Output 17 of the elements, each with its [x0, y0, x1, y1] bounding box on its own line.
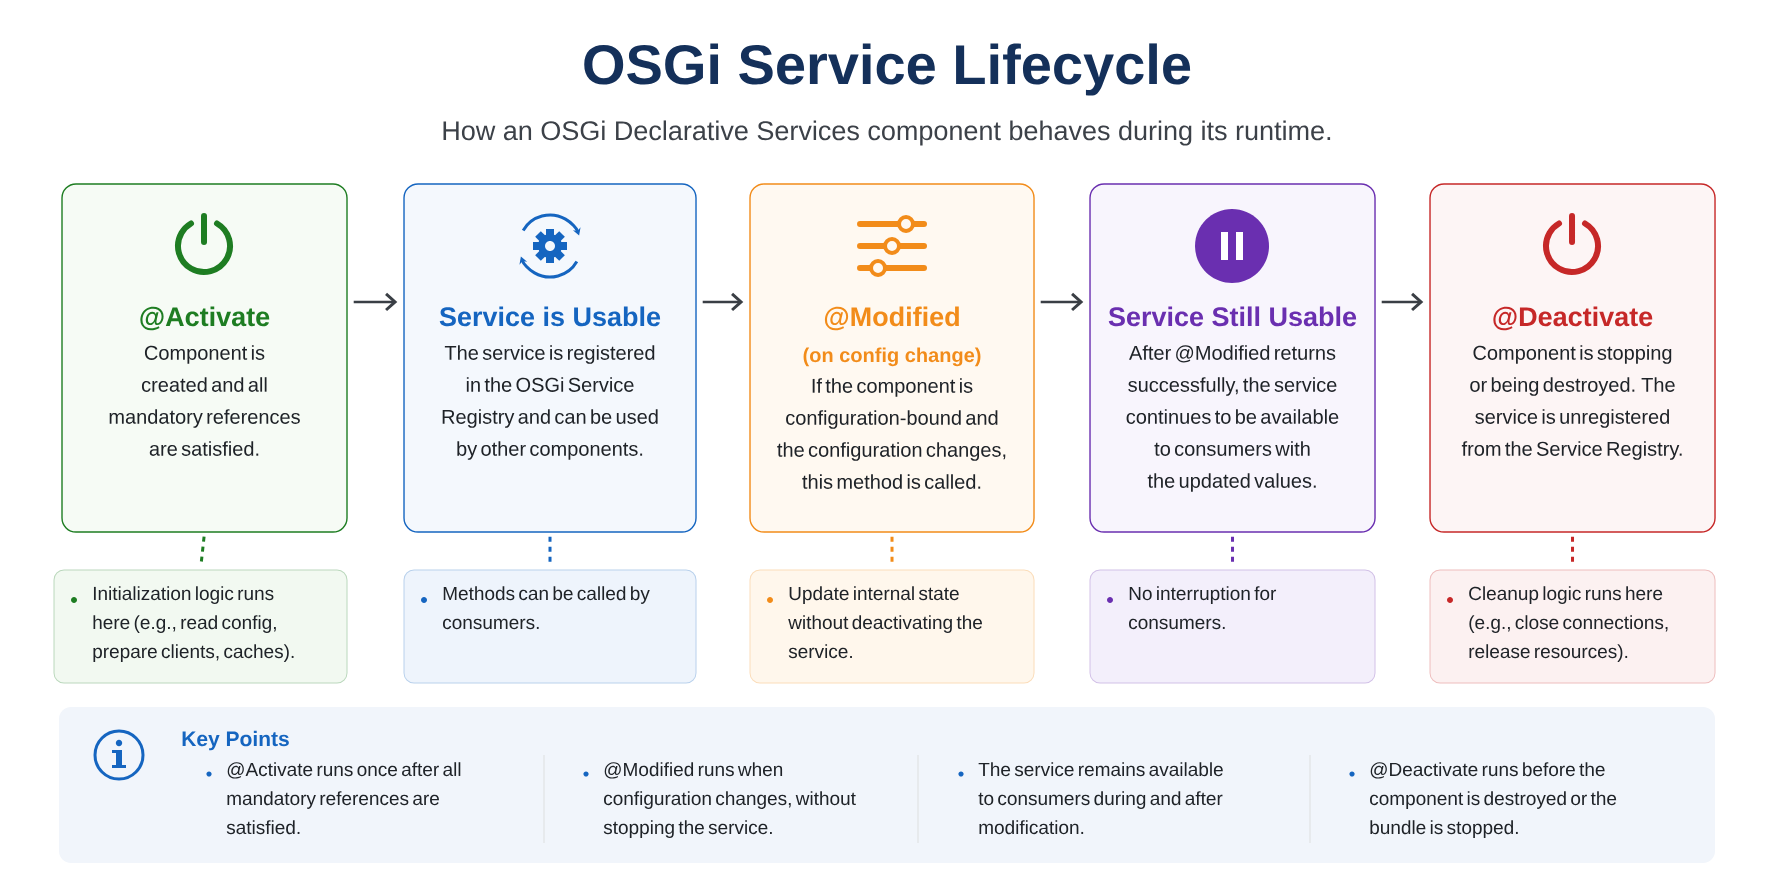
arrow — [1040, 292, 1084, 312]
subtitle: How an OSGi Declarative Services component behaves during its runtime. — [443, 120, 1331, 146]
note-box: Initialization logic runs here (e.g., read config, prepare clients, caches). — [53, 569, 348, 684]
stage-card: Service is Usable The service is registered in the OSGi Service Registry and can be used by other components. — [403, 183, 697, 533]
key-points-panel: Key Points @Activate runs once after all mandatory references are satisfied. @Modified runs when configuration changes, without stopping the service. The service remains available to consumers during and after modification. @Deactivate runs before the component is destroyed or the bundle is stopped. — [59, 707, 1715, 863]
arrow — [702, 292, 744, 312]
note-box: No interruption for consumers. — [1089, 569, 1376, 684]
stage-card: Service Still Usable After @Modified returns successfully, the service continues to be available to consumers with the updated values. — [1089, 183, 1376, 533]
arrow — [1381, 292, 1424, 312]
title: OSGi Service Lifecycle — [584, 43, 1191, 96]
note-box: Update internal state without deactivating the service. — [749, 569, 1035, 684]
stage-card: @Modified (on config change) If the component is configuration-bound and the configuration changes, this method is called. — [749, 183, 1035, 533]
stage-card: @Activate Component is created and all mandatory references are satisfied. — [61, 183, 348, 533]
stage-card: @Deactivate Component is stopping or being destroyed. The service is unregistered from the Service Registry. — [1429, 183, 1716, 533]
note-box: Methods can be called by consumers. — [403, 569, 697, 684]
note-box: Cleanup logic runs here (e.g., close connections, release resources). — [1429, 569, 1716, 684]
arrow — [353, 292, 398, 312]
